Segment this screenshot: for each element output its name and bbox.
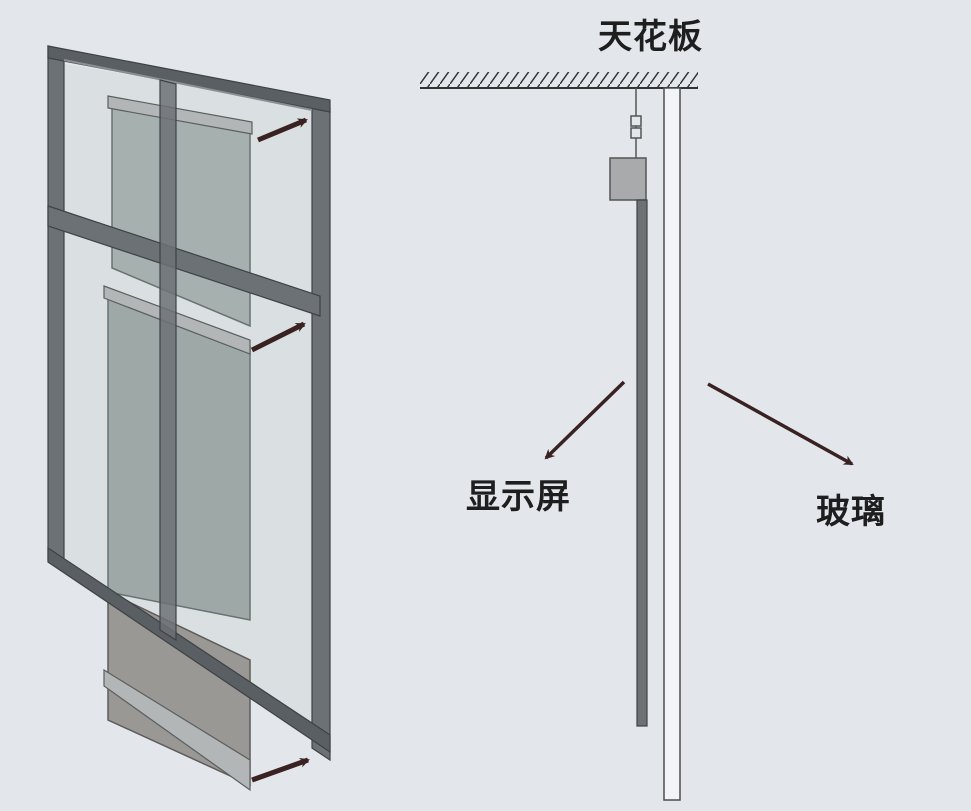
lower-display-rail-top [103, 285, 251, 355]
glass-section [663, 87, 681, 801]
mount-box [609, 157, 647, 201]
glass-window-3d [47, 45, 331, 792]
cable-connector-1 [630, 115, 642, 127]
arrow-lower-rail [250, 321, 306, 353]
arrow-upper-rail [257, 117, 308, 143]
upper-display-rail [107, 95, 253, 135]
ceiling-label: 天花板 [598, 17, 703, 57]
frame-left-post [47, 45, 65, 567]
lower-display-rail-bottom [103, 668, 251, 792]
frame-top-rail [47, 45, 331, 113]
frame-bottom-rail [47, 546, 331, 754]
frame-right-post [311, 103, 331, 762]
arrow-bottom-rail [251, 757, 310, 783]
frame-middle-rail [47, 205, 321, 317]
frame-center-mullion [159, 79, 177, 642]
arrow-to-display-label [544, 380, 626, 460]
ceiling-hatch [420, 72, 698, 88]
arrow-to-glass-label [707, 382, 854, 466]
glass-label: 玻璃 [816, 492, 886, 532]
section-view [420, 72, 854, 801]
cable-connector-2 [630, 127, 642, 139]
display-screen-label: 显示屏 [466, 477, 571, 517]
display-screen-section [636, 199, 648, 727]
